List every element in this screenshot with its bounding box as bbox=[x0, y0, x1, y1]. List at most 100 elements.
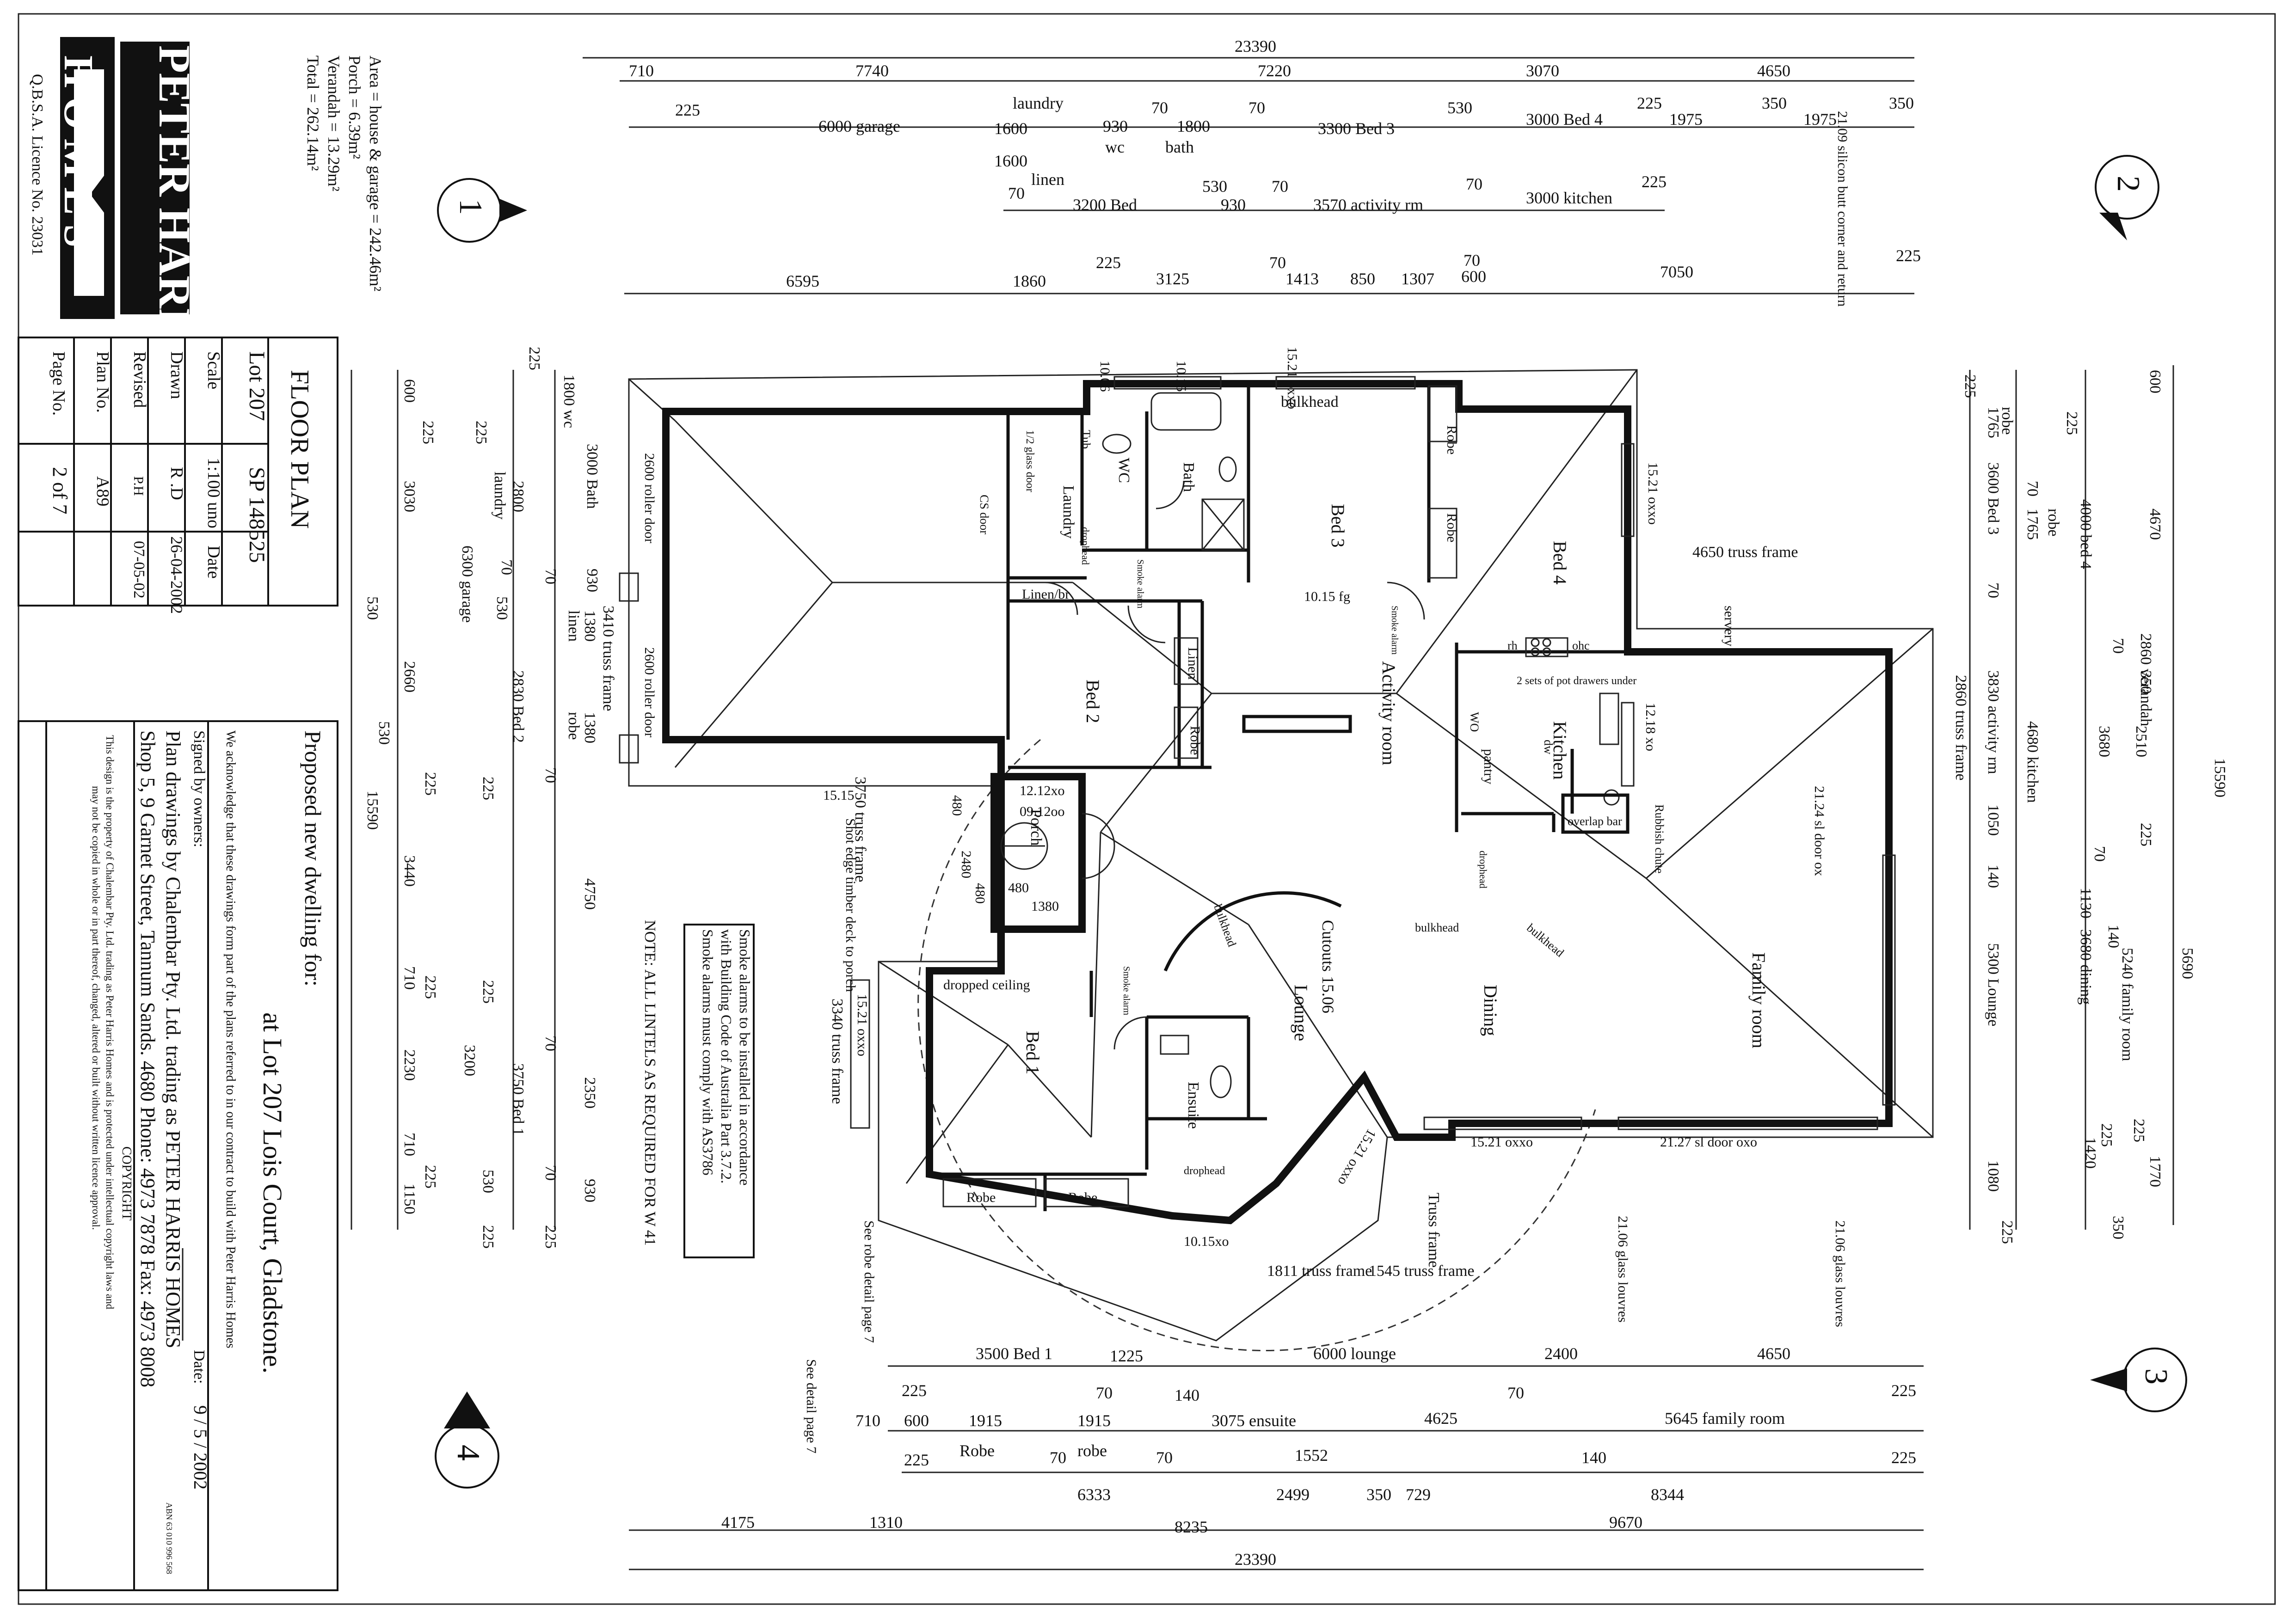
sink-icon bbox=[1599, 692, 1619, 745]
smoke-note-box bbox=[683, 924, 755, 1258]
svg-text:1: 1 bbox=[453, 199, 488, 215]
proposal-line-2: at Lot 207 Lois Court, Gladstone. bbox=[258, 1012, 288, 1373]
dim-bottom-r3: 6333 bbox=[1077, 1485, 1111, 1504]
dim-left-r2: 225 bbox=[480, 1225, 497, 1249]
pot-drawers-label: 2 sets of pot drawers under bbox=[1517, 675, 1636, 687]
bathtub-icon bbox=[1150, 392, 1222, 431]
room-porch: Porch bbox=[1027, 809, 1045, 846]
door-swings bbox=[1045, 480, 1425, 1050]
dim-top-r3: 70 bbox=[1466, 175, 1482, 193]
dim-right-r2: 4680 kitchen bbox=[2024, 721, 2041, 803]
dim-bottom-r1: 3500 Bed 1 bbox=[976, 1344, 1052, 1363]
cooktop-icon bbox=[1525, 637, 1568, 657]
room-wc: WC bbox=[1115, 458, 1132, 483]
dim-left-r1: 225 bbox=[526, 347, 543, 370]
dim-left-r3: 225 bbox=[422, 975, 439, 999]
porch-outline bbox=[990, 773, 1115, 933]
dim-right-r3: 1770 bbox=[2146, 1156, 2164, 1187]
rubbish-chute-label: Rubbish chute bbox=[1653, 804, 1666, 874]
window-code: 15.15 bbox=[823, 788, 855, 803]
logo-house-icon bbox=[74, 69, 104, 296]
wo-label: WO bbox=[1468, 712, 1481, 732]
scale-label: Scale bbox=[204, 351, 223, 389]
dim-left-r3: 710 bbox=[401, 966, 418, 990]
dim-right-r2: 70 bbox=[2091, 846, 2108, 862]
dim-right-r1: 70 bbox=[1985, 582, 2002, 598]
dim-right-r2: 4000 bed 4 bbox=[2077, 499, 2094, 569]
dim-top-r4: 70 bbox=[1464, 251, 1480, 270]
window-code: 21.27 sl door oxo bbox=[1660, 1134, 1757, 1150]
drawn-value: R .D bbox=[167, 467, 186, 500]
svg-text:4: 4 bbox=[450, 1445, 486, 1461]
dim-bottom-r1: 4650 bbox=[1757, 1344, 1790, 1363]
copyright-title: COPYRIGHT bbox=[119, 1146, 134, 1220]
toilet-icon bbox=[1102, 434, 1132, 454]
dim-right-r2: 70 bbox=[2109, 638, 2127, 654]
dim-left-r1: 70 bbox=[542, 569, 559, 584]
dim-top-r2: 70 bbox=[1248, 98, 1265, 117]
dim-top-r4: 70 bbox=[1269, 253, 1286, 272]
dim-bottom-r2: robe bbox=[1077, 1441, 1107, 1460]
truss-label: 1811 truss frame bbox=[1267, 1262, 1372, 1280]
dim-left-r3: 710 bbox=[401, 1133, 418, 1156]
truss-label: 1545 truss frame bbox=[1369, 1262, 1475, 1280]
plan-no-value: A89 bbox=[93, 476, 112, 506]
title-lot: Lot 207 bbox=[245, 351, 269, 421]
dim-top-r2-sub: laundry bbox=[1013, 94, 1064, 112]
dim-left-r1: 2350 bbox=[581, 1077, 598, 1109]
bulkhead-curved: bulkhead bbox=[1211, 902, 1239, 948]
dim-right-overall: 15590 bbox=[2211, 758, 2228, 797]
ack-text: We acknowledge that these drawings form … bbox=[223, 730, 238, 1348]
dim-bottom-r2: 140 bbox=[1581, 1448, 1606, 1467]
room-robe-bed3a: Robe bbox=[1444, 425, 1459, 454]
cs-door: CS door bbox=[978, 495, 991, 534]
dim-left-r2: 2800 bbox=[510, 481, 527, 512]
rubbish-chute-icon bbox=[1603, 789, 1620, 806]
room-lounge: Lounge bbox=[1291, 985, 1311, 1041]
area-line-4: Total = 262.14m² bbox=[304, 55, 322, 171]
smoke-note-1: Smoke alarms to be installed in accordan… bbox=[737, 929, 753, 1185]
dim-left-r2: laundry bbox=[491, 472, 508, 520]
dim-top-r3: 225 bbox=[1642, 172, 1667, 191]
window-code: 15.21 oxxo bbox=[1285, 347, 1300, 409]
ensuite-wc-icon bbox=[1160, 1035, 1189, 1055]
dim-top-r4: 850 bbox=[1350, 270, 1375, 288]
dim-top-r2: 6000 garage bbox=[818, 117, 900, 135]
room-robe-bed1b: Robe bbox=[1068, 1190, 1097, 1205]
dim-left-r2: 3200 bbox=[461, 1045, 478, 1076]
logo-peter-harris-text: PETER HARRIS bbox=[149, 45, 199, 384]
porch-dim: 1380 bbox=[1031, 899, 1059, 914]
dim-bottom-r3: 350 bbox=[1366, 1485, 1391, 1504]
drawn-label: Drawn bbox=[167, 351, 186, 399]
dim-bottom-r2: 3075 ensuite bbox=[1212, 1411, 1296, 1430]
dim-bottom-r2: 4625 bbox=[1424, 1409, 1458, 1428]
dim-bottom-r1: 6000 lounge bbox=[1313, 1344, 1396, 1363]
dim-left-r2: 6300 garage bbox=[459, 545, 476, 623]
dim-left-r2: 70 bbox=[498, 559, 515, 575]
logo-block: PETER HARRIS HOMES Q.B.S.A. Licence No. … bbox=[29, 37, 199, 384]
elevation-marker-3: 3 bbox=[2090, 1348, 2187, 1412]
window-code: 10.15 bbox=[1174, 361, 1189, 392]
basin-icon bbox=[1218, 456, 1237, 482]
truss-label: 3340 truss frame bbox=[829, 999, 846, 1104]
dim-top-r2: 70 bbox=[1151, 98, 1168, 117]
porch-dim: 2480 bbox=[959, 851, 974, 878]
area-line-3: Verandah = 13.29m² bbox=[325, 55, 343, 191]
room-linen: Linen bbox=[1185, 647, 1200, 680]
dim-top-r3: linen bbox=[1031, 170, 1064, 189]
dim-top-overall: 23390 bbox=[1235, 37, 1276, 55]
truss-label: 3750 truss frame bbox=[852, 777, 869, 882]
dim-left-r1: 3000 Bath bbox=[584, 444, 601, 509]
copyright-line-1: This design is the property of Chalembar… bbox=[104, 735, 116, 1310]
dimension-lines bbox=[351, 57, 2174, 1570]
dim-left-r1: 930 bbox=[581, 1179, 598, 1202]
dim-left-r2: 225 bbox=[473, 421, 490, 444]
dim-left-r3: 530 bbox=[364, 596, 381, 620]
dim-left-r1: 70 bbox=[542, 1165, 559, 1181]
signed-label: Signed by owners: bbox=[191, 730, 208, 847]
window-code: 15.21 oxxo bbox=[1470, 1134, 1533, 1150]
shower-icon bbox=[1201, 498, 1245, 551]
room-tub: Tub bbox=[1079, 430, 1093, 449]
dim-left-r3: 225 bbox=[419, 421, 437, 444]
dim-top-r3: 530 bbox=[1202, 177, 1227, 196]
